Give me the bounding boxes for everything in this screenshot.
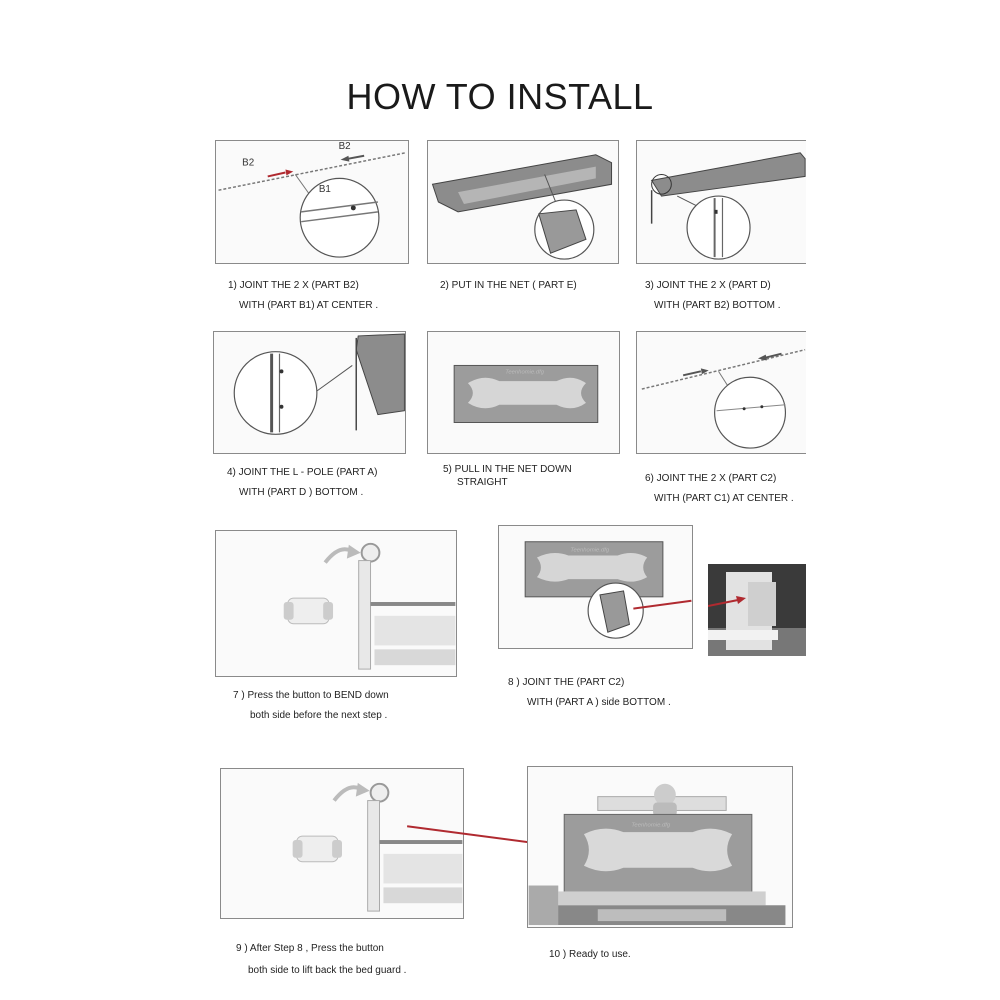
step-6-illustration [636,331,806,454]
step-3-illustration [636,140,806,264]
step-4-illustration [213,331,406,454]
step-2-caption: 2) PUT IN THE NET ( PART E) [440,280,577,291]
label-b2-right: B2 [339,141,351,152]
step-8-caption: 8 ) JOINT THE (PART C2) WITH (PART A ) s… [508,677,671,708]
step-10-illustration: Teenhomie.dfg [527,766,793,928]
step-1-illustration: B2 B2 B1 [215,140,409,264]
step-9-illustration [220,768,566,919]
step-10-brand: Teenhomie.dfg [631,822,671,828]
step-5-brand: Teenhomie.dfg [505,369,544,375]
step-4-caption: 4) JOINT THE L - POLE (PART A) WITH (PAR… [227,467,378,498]
step-7-illustration [215,530,457,677]
step-1-caption: 1) JOINT THE 2 X (PART B2) WITH (PART B1… [228,280,379,311]
step-6-caption: 6) JOINT THE 2 X (PART C2) WITH (PART C1… [645,473,794,504]
step-10-caption: 10 ) Ready to use. [549,949,631,960]
step-9-caption: 9 ) After Step 8 , Press the button both… [236,943,407,976]
step-3-caption: 3) JOINT THE 2 X (PART D) WITH (PART B2)… [645,280,781,311]
label-b1: B1 [319,184,331,195]
step-5-illustration: Teenhomie.dfg [427,331,620,454]
step-2-illustration [427,140,619,264]
label-b2-left: B2 [242,158,254,169]
step-8-brand: Teenhomie.dfg [570,548,609,554]
step-8-illustration: Teenhomie.dfg [498,525,693,649]
page-title: HOW TO INSTALL [346,76,654,117]
step-8-closeup-photo [708,564,806,656]
step-7-caption: 7 ) Press the button to BEND down both s… [233,690,389,721]
step-5-caption: 5) PULL IN THE NET DOWN STRAIGHT [443,464,572,488]
